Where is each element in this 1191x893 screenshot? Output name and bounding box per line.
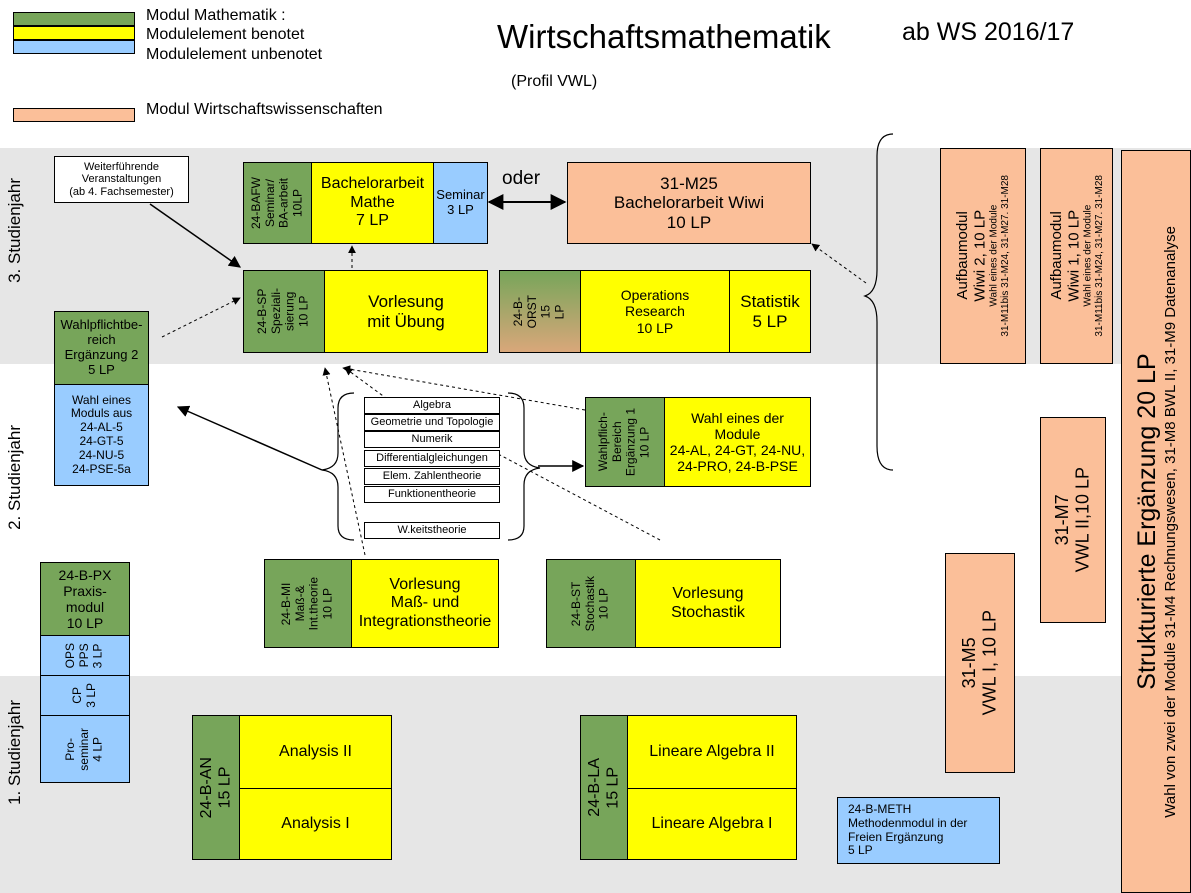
- module-orst-label: 24-B- ORST 15 LP: [511, 294, 567, 329]
- module-st: 24-B-ST Stochastik 10 LP: [546, 559, 636, 648]
- module-sp: 24-B-SP Speziali- sierung 10 LP: [243, 270, 325, 353]
- operations-research: Operations Research 10 LP: [580, 270, 730, 353]
- strukturierte-ergaenzung: Strukturierte Ergänzung 20 LP Wahl von z…: [1121, 150, 1191, 893]
- analysis-1: Analysis I: [239, 788, 392, 860]
- bachelorarbeit-mathe: Bachelorarbeit Mathe 7 LP: [311, 162, 434, 244]
- legend-swatch-ungraded: [13, 40, 135, 54]
- module-bafw: 24-BAFW Seminar/ BA-arbeit 10LP: [243, 162, 312, 244]
- legend-swatch-wiwi: [13, 108, 135, 122]
- aufbaumodul-wiwi-1-note: Wahl eines der Module 31-M11bis 31-M24, …: [1082, 175, 1105, 337]
- module-sp-label: 24-B-SP Speziali- sierung 10 LP: [255, 288, 311, 335]
- legend-swatch-math: [13, 12, 135, 26]
- vorlesung-mass-integrationstheorie: Vorlesung Maß- und Integrationstheorie: [351, 559, 499, 648]
- topic-numerik: Numerik: [364, 431, 500, 448]
- lineare-algebra-2: Lineare Algebra II: [627, 715, 797, 789]
- proseminar-label: Pro- seminar 4 LP: [63, 727, 105, 771]
- aufbaumodul-wiwi-1-text: Aufbaumodul Wiwi 1, 10 LP Wahl eines der…: [1048, 175, 1106, 337]
- strukturierte-ergaenzung-note: Wahl von zwei der Module 31-M4 Rechnungs…: [1161, 225, 1179, 818]
- module-mi-label: 24-B-MI Maß-& Int.theorie 10 LP: [279, 576, 335, 631]
- module-meth: 24-B-METH Methodenmodul in der Freien Er…: [837, 797, 1000, 864]
- arrow-mi-to-vorlesung: [322, 367, 366, 556]
- module-la: 24-B-LA 15 LP: [580, 715, 628, 860]
- oder-label: oder: [502, 168, 541, 189]
- module-m7-label: 31-M7 VWL II,10 LP: [1052, 467, 1093, 573]
- module-m5: 31-M5 VWL I, 10 LP: [945, 553, 1015, 773]
- module-bafw-label: 24-BAFW Seminar/ BA-arbeit 10LP: [248, 176, 305, 229]
- topic-wkeitstheorie: W.keitstheorie: [364, 522, 500, 539]
- legend-math-label: Modul Mathematik :: [146, 7, 286, 24]
- legend-swatch-graded: [13, 26, 135, 40]
- module-an: 24-B-AN 15 LP: [192, 715, 240, 860]
- right-brace: [507, 392, 541, 541]
- wahlpflichtbereich-ergaenzung-1: Wahlpflich- Bereich Ergänzung 1 10 LP: [585, 397, 665, 487]
- module-ops-pps: OPS PPS 3 LP: [40, 635, 130, 676]
- analysis-2: Analysis II: [239, 715, 392, 789]
- topic-differentialgleichungen: Differentialgleichungen: [364, 450, 500, 467]
- seminar-box: Seminar 3 LP: [433, 162, 488, 244]
- topic-funktionentheorie: Funktionentheorie: [364, 486, 500, 503]
- strukturierte-ergaenzung-label: Strukturierte Ergänzung 20 LP: [1133, 353, 1161, 690]
- left-brace: [321, 392, 355, 541]
- arrow-wahlpflicht2-to-sp: [161, 297, 241, 338]
- big-brace: [863, 133, 894, 471]
- arrow-weiterfuehrend-to-sp: [149, 203, 241, 268]
- aufbaumodul-wiwi-2: Aufbaumodul Wiwi 2, 10 LP Wahl eines der…: [940, 148, 1026, 364]
- module-st-label: 24-B-ST Stochastik 10 LP: [569, 575, 611, 632]
- arrow-brace-to-bawiwi: [811, 243, 867, 284]
- arrow-algebra-to-vorlesung: [342, 365, 586, 411]
- wahlpflichtbereich-ergaenzung-1-label: Wahlpflich- Bereich Ergänzung 1 10 LP: [596, 407, 652, 477]
- module-cp-label: CP 3 LP: [70, 683, 98, 708]
- arrow-brace-to-wahl: [176, 405, 323, 471]
- wahlpflichtbereich-ergaenzung-2: Wahlpflichtbe- reich Ergänzung 2 5 LP: [54, 311, 149, 385]
- vorlesung-mit-uebung: Vorlesung mit Übung: [324, 270, 488, 353]
- module-mi: 24-B-MI Maß-& Int.theorie 10 LP: [264, 559, 352, 648]
- vorlesung-stochastik: Vorlesung Stochastik: [635, 559, 781, 648]
- aufbaumodul-wiwi-2-text: Aufbaumodul Wiwi 2, 10 LP Wahl eines der…: [954, 175, 1012, 337]
- module-m5-label: 31-M5 VWL I, 10 LP: [959, 610, 1000, 716]
- proseminar: Pro- seminar 4 LP: [40, 715, 130, 783]
- semester-label: ab WS 2016/17: [902, 18, 1075, 46]
- topic-geometrie: Geometrie und Topologie: [364, 414, 500, 431]
- wahl-eines-moduls: Wahl eines Moduls aus 24-AL-5 24-GT-5 24…: [54, 384, 149, 486]
- strukturierte-ergaenzung-text: Strukturierte Ergänzung 20 LP Wahl von z…: [1133, 226, 1179, 818]
- module-px: 24-B-PX Praxis- modul 10 LP: [40, 562, 130, 636]
- statistik-box: Statistik 5 LP: [729, 270, 811, 353]
- module-la-label: 24-B-LA 15 LP: [585, 758, 621, 817]
- lineare-algebra-1: Lineare Algebra I: [627, 788, 797, 860]
- module-orst: 24-B- ORST 15 LP: [499, 270, 581, 353]
- module-ops-pps-label: OPS PPS 3 LP: [63, 642, 105, 669]
- aufbaumodul-wiwi-1: Aufbaumodul Wiwi 1, 10 LP Wahl eines der…: [1040, 148, 1113, 364]
- legend-wiwi-label: Modul Wirtschaftswissenschaften: [146, 101, 383, 118]
- topic-zahlentheorie: Elem. Zahlentheorie: [364, 468, 500, 485]
- profile-label: (Profil VWL): [511, 73, 598, 90]
- wahl-eines-der-module: Wahl eines der Module 24-AL, 24-GT, 24-N…: [664, 397, 811, 487]
- bachelorarbeit-wiwi: 31-M25 Bachelorarbeit Wiwi 10 LP: [567, 162, 811, 244]
- legend-graded-label: Modulelement benotet: [146, 26, 305, 43]
- module-an-label: 24-B-AN 15 LP: [197, 756, 233, 819]
- weiterfuehrende-veranstaltungen: Weiterführende Veranstaltungen (ab 4. Fa…: [54, 156, 189, 203]
- aufbaumodul-wiwi-2-label: Aufbaumodul Wiwi 2, 10 LP: [954, 210, 989, 302]
- module-cp: CP 3 LP: [40, 675, 130, 716]
- module-m7: 31-M7 VWL II,10 LP: [1040, 417, 1106, 623]
- topic-algebra: Algebra: [364, 397, 500, 414]
- arrow-st-to-vorlesung: [499, 454, 661, 541]
- aufbaumodul-wiwi-2-note: Wahl eines der Module 31-M11bis 31-M24, …: [988, 175, 1012, 337]
- arrow-geometrie-to-vorlesung: [344, 367, 451, 446]
- legend-ungraded-label: Modulelement unbenotet: [146, 46, 323, 63]
- aufbaumodul-wiwi-1-label: Aufbaumodul Wiwi 1, 10 LP: [1047, 210, 1082, 302]
- page-title: Wirtschaftsmathematik: [497, 18, 831, 55]
